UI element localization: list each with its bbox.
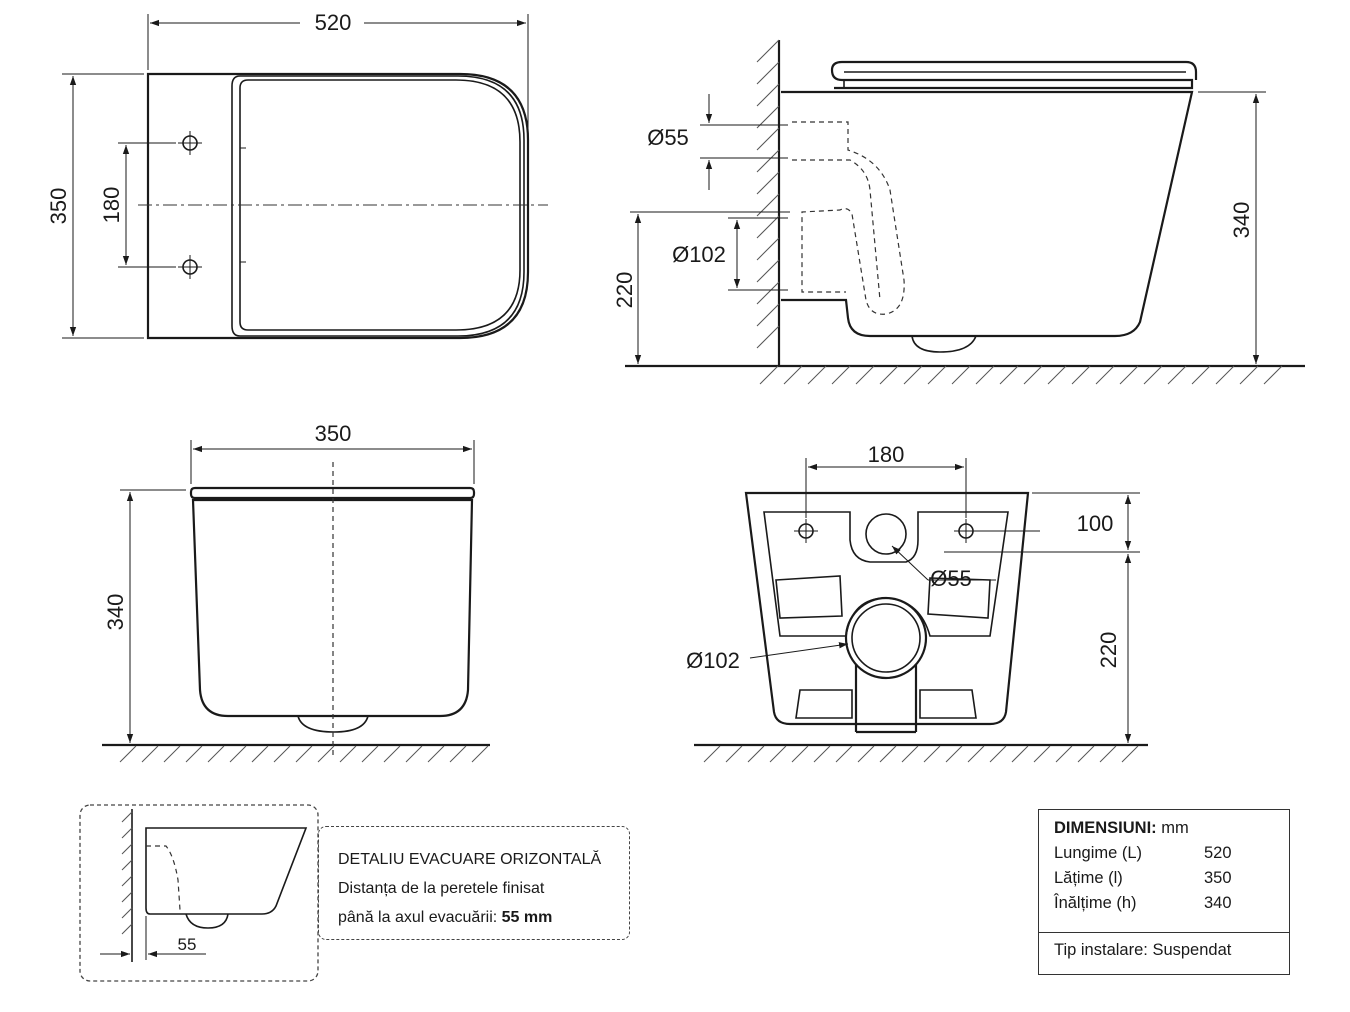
rear-outlet-dim: Ø102 [686, 648, 740, 673]
dimension-value: 340 [1204, 894, 1232, 912]
install-type-value: Suspendat [1152, 941, 1232, 959]
top-length-dim: 520 [315, 10, 352, 35]
front-view: 350 340 [102, 421, 490, 763]
dimension-row-height: Înălțime (h) 340 [1054, 894, 1274, 913]
rear-inlet-dim: Ø55 [930, 566, 972, 591]
rear-outlet-height-dim: 220 [1096, 632, 1121, 669]
detail-note-title: DETALIU EVACUARE ORIZONTALĂ [338, 851, 602, 868]
detail-note-line2-prefix: până la axul evacuării: [338, 909, 502, 926]
dimensions-label: DIMENSIUNI: [1054, 819, 1157, 837]
bolt-hole [178, 131, 202, 155]
dimension-label: Lățime (l) [1054, 869, 1123, 887]
front-width-dim: 350 [315, 421, 352, 446]
dimension-value: 520 [1204, 844, 1232, 862]
install-type: Tip instalare: Suspendat [1054, 941, 1231, 960]
top-width-dim: 350 [46, 188, 71, 225]
side-view: Ø55 Ø102 220 340 [612, 39, 1305, 385]
side-height-dim: 340 [1229, 202, 1254, 239]
rear-view: 180 100 220 Ø55 Ø102 [686, 442, 1148, 763]
install-type-label: Tip instalare: [1054, 941, 1148, 959]
detail-note: DETALIU EVACUARE ORIZONTALĂ Distanța de … [318, 826, 630, 940]
side-outlet-dim: Ø102 [672, 242, 726, 267]
dimension-row-length: Lungime (L) 520 [1054, 844, 1274, 863]
bolt-hole [954, 519, 1040, 543]
dimensions-unit: mm [1161, 819, 1189, 837]
detail-wall-distance-dim: 55 [178, 935, 197, 954]
bolt-hole [178, 255, 202, 279]
dimension-row-width: Lățime (l) 350 [1054, 869, 1274, 888]
dimension-value: 350 [1204, 869, 1232, 887]
detail-note-line2-value: 55 mm [501, 909, 553, 926]
detail-note-line2: până la axul evacuării: 55 mm [338, 903, 629, 932]
front-height-dim: 340 [103, 594, 128, 631]
top-bolt-dim: 180 [99, 187, 124, 224]
rear-bolt-dim: 180 [868, 442, 905, 467]
rear-bolt-height-dim: 100 [1077, 511, 1114, 536]
table-divider [1039, 932, 1289, 933]
detail-note-line1: Distanța de la peretele finisat [338, 880, 545, 897]
bolt-hole [794, 519, 818, 543]
side-outlet-height-dim: 220 [612, 272, 637, 309]
dimensions-table-header: DIMENSIUNI: mm [1054, 819, 1189, 838]
side-inlet-dim: Ø55 [647, 125, 689, 150]
top-view: 520 350 180 [46, 10, 548, 340]
detail-horizontal-outlet: 55 [79, 804, 319, 982]
dimensions-table: DIMENSIUNI: mm Lungime (L) 520 Lățime (l)… [1038, 809, 1290, 975]
dimension-label: Lungime (L) [1054, 844, 1143, 862]
dimension-label: Înălțime (h) [1054, 894, 1137, 912]
